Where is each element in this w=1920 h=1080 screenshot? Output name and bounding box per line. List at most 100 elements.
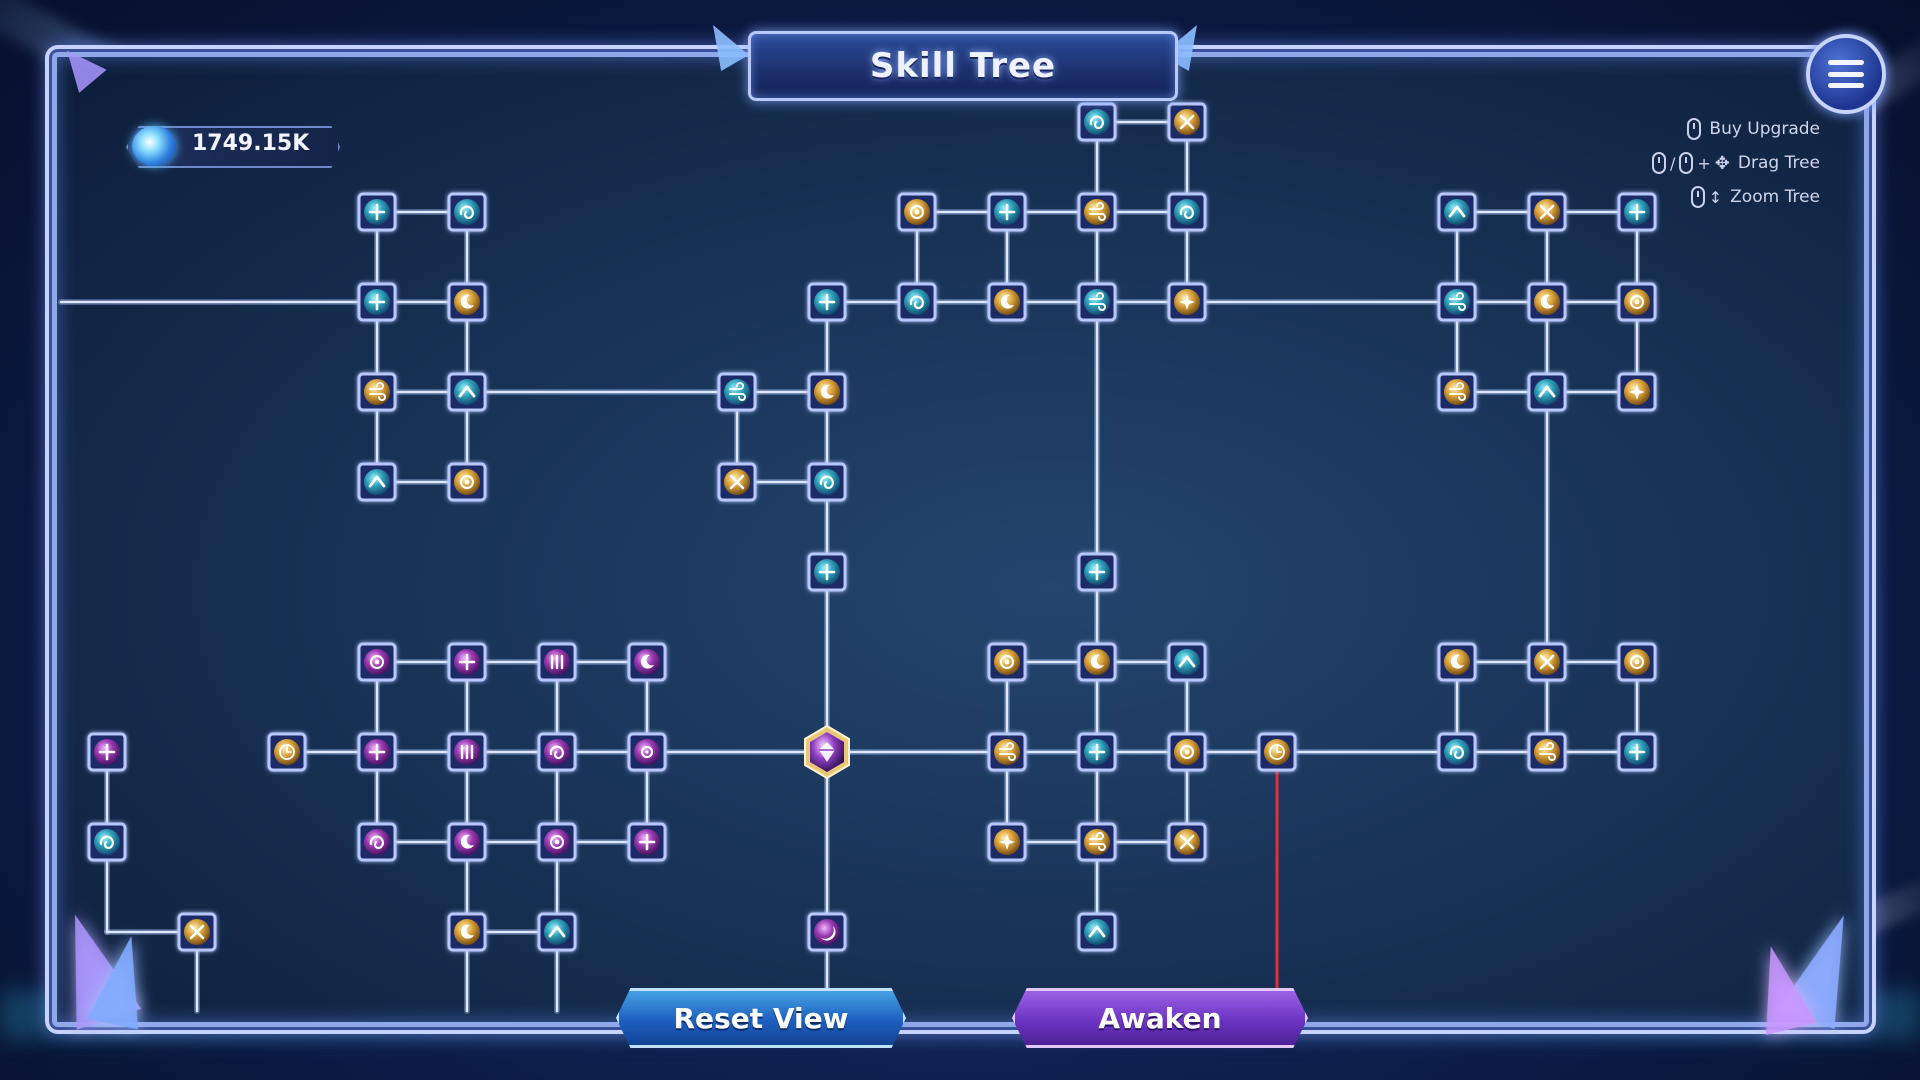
skill-node-gold[interactable] bbox=[987, 822, 1027, 862]
skill-node-purple[interactable] bbox=[807, 912, 847, 952]
skill-node-blue[interactable] bbox=[1527, 372, 1567, 412]
skill-node-gold[interactable] bbox=[1167, 732, 1207, 772]
chevron-up-icon bbox=[368, 475, 386, 488]
skill-tree-canvas[interactable] bbox=[57, 57, 1864, 1022]
skill-node-purple[interactable] bbox=[537, 642, 577, 682]
skill-node-blue[interactable] bbox=[537, 912, 577, 952]
skill-node-purple[interactable] bbox=[357, 732, 397, 772]
skill-node-gold[interactable] bbox=[1527, 282, 1567, 322]
skill-node-gold[interactable] bbox=[1167, 102, 1207, 142]
crescent-icon bbox=[821, 926, 836, 941]
skill-node-root[interactable] bbox=[804, 724, 850, 780]
clock-icon bbox=[1269, 744, 1285, 760]
skill-node-gold[interactable] bbox=[987, 282, 1027, 322]
control-buy-upgrade: Buy Upgrade bbox=[1560, 112, 1820, 146]
skill-node-gold[interactable] bbox=[447, 912, 487, 952]
skill-node-blue[interactable] bbox=[1167, 642, 1207, 682]
skill-node-gold[interactable] bbox=[1167, 822, 1207, 862]
mouse-left-icon bbox=[1651, 152, 1666, 174]
skill-node-blue[interactable] bbox=[807, 282, 847, 322]
skill-node-blue[interactable] bbox=[87, 822, 127, 862]
skill-node-blue[interactable] bbox=[1437, 282, 1477, 322]
crossed-swords-icon bbox=[1539, 204, 1555, 220]
skill-node-gold[interactable] bbox=[357, 372, 397, 412]
skill-node-blue[interactable] bbox=[357, 282, 397, 322]
crossed-swords-icon bbox=[189, 924, 205, 940]
plus-icon bbox=[368, 293, 386, 311]
skill-node-purple[interactable] bbox=[447, 642, 487, 682]
reset-view-button[interactable]: Reset View bbox=[616, 988, 906, 1048]
orb-icon bbox=[640, 745, 654, 759]
crossed-swords-icon bbox=[729, 474, 745, 490]
skill-node-gold[interactable] bbox=[1617, 372, 1657, 412]
skill-node-blue[interactable] bbox=[357, 192, 397, 232]
skill-node-gold[interactable] bbox=[1527, 192, 1567, 232]
skill-node-blue[interactable] bbox=[717, 372, 757, 412]
skill-node-purple[interactable] bbox=[627, 822, 667, 862]
menu-button[interactable] bbox=[1806, 34, 1886, 114]
skill-node-gold[interactable] bbox=[1077, 822, 1117, 862]
skill-node-gold[interactable] bbox=[987, 732, 1027, 772]
skill-node-blue[interactable] bbox=[1077, 552, 1117, 592]
skill-node-gold[interactable] bbox=[717, 462, 757, 502]
moon-icon bbox=[1090, 654, 1104, 669]
plus-icon bbox=[1088, 563, 1106, 581]
skill-node-gold[interactable] bbox=[897, 192, 937, 232]
moon-icon bbox=[1450, 654, 1464, 669]
skill-node-purple[interactable] bbox=[87, 732, 127, 772]
skill-tree-panel[interactable] bbox=[52, 52, 1869, 1027]
skill-node-purple[interactable] bbox=[537, 822, 577, 862]
skill-node-purple[interactable] bbox=[357, 642, 397, 682]
skill-node-gold[interactable] bbox=[1257, 732, 1297, 772]
skill-node-gold[interactable] bbox=[1527, 642, 1567, 682]
skill-node-gold[interactable] bbox=[447, 462, 487, 502]
skill-node-blue[interactable] bbox=[1617, 732, 1657, 772]
skill-node-gold[interactable] bbox=[987, 642, 1027, 682]
skill-node-blue[interactable] bbox=[1437, 192, 1477, 232]
skill-node-gold[interactable] bbox=[1437, 642, 1477, 682]
moon-icon bbox=[1540, 294, 1554, 309]
skill-node-gold[interactable] bbox=[1617, 282, 1657, 322]
skill-node-purple[interactable] bbox=[627, 642, 667, 682]
swirl-icon bbox=[459, 205, 474, 220]
skill-node-blue[interactable] bbox=[1167, 192, 1207, 232]
skill-node-blue[interactable] bbox=[807, 462, 847, 502]
skill-node-blue[interactable] bbox=[1077, 102, 1117, 142]
control-label: Drag Tree bbox=[1737, 153, 1820, 173]
skill-node-blue[interactable] bbox=[447, 192, 487, 232]
skill-node-purple[interactable] bbox=[627, 732, 667, 772]
skill-node-blue[interactable] bbox=[987, 192, 1027, 232]
skill-node-gold[interactable] bbox=[177, 912, 217, 952]
skill-node-blue[interactable] bbox=[807, 552, 847, 592]
skill-node-gold[interactable] bbox=[1167, 282, 1207, 322]
skill-node-blue[interactable] bbox=[1617, 192, 1657, 232]
skill-node-blue[interactable] bbox=[1077, 912, 1117, 952]
awaken-button[interactable]: Awaken bbox=[1012, 988, 1308, 1048]
moon-icon bbox=[820, 384, 834, 399]
skill-node-gold[interactable] bbox=[447, 282, 487, 322]
skill-node-gold[interactable] bbox=[1617, 642, 1657, 682]
plus-icon bbox=[1088, 743, 1106, 761]
skill-node-gold[interactable] bbox=[1437, 372, 1477, 412]
skill-node-blue[interactable] bbox=[1437, 732, 1477, 772]
controls-legend: Buy Upgrade / + ✥ Drag Tree ↕ Zoom Tree bbox=[1560, 112, 1820, 214]
skill-node-gold[interactable] bbox=[1527, 732, 1567, 772]
skill-node-gold[interactable] bbox=[1077, 642, 1117, 682]
skill-node-gold[interactable] bbox=[267, 732, 307, 772]
target-icon bbox=[550, 835, 564, 849]
skill-node-purple[interactable] bbox=[537, 732, 577, 772]
wind-icon bbox=[729, 382, 746, 401]
skill-node-blue[interactable] bbox=[447, 372, 487, 412]
skill-node-blue[interactable] bbox=[1077, 282, 1117, 322]
skill-node-blue[interactable] bbox=[1077, 732, 1117, 772]
wind-icon bbox=[1449, 292, 1466, 311]
skill-node-purple[interactable] bbox=[357, 822, 397, 862]
moon-icon bbox=[460, 924, 474, 939]
crossed-swords-icon bbox=[1179, 114, 1195, 130]
skill-node-blue[interactable] bbox=[357, 462, 397, 502]
skill-node-purple[interactable] bbox=[447, 732, 487, 772]
skill-node-blue[interactable] bbox=[897, 282, 937, 322]
skill-node-gold[interactable] bbox=[807, 372, 847, 412]
skill-node-gold[interactable] bbox=[1077, 192, 1117, 232]
skill-node-purple[interactable] bbox=[447, 822, 487, 862]
